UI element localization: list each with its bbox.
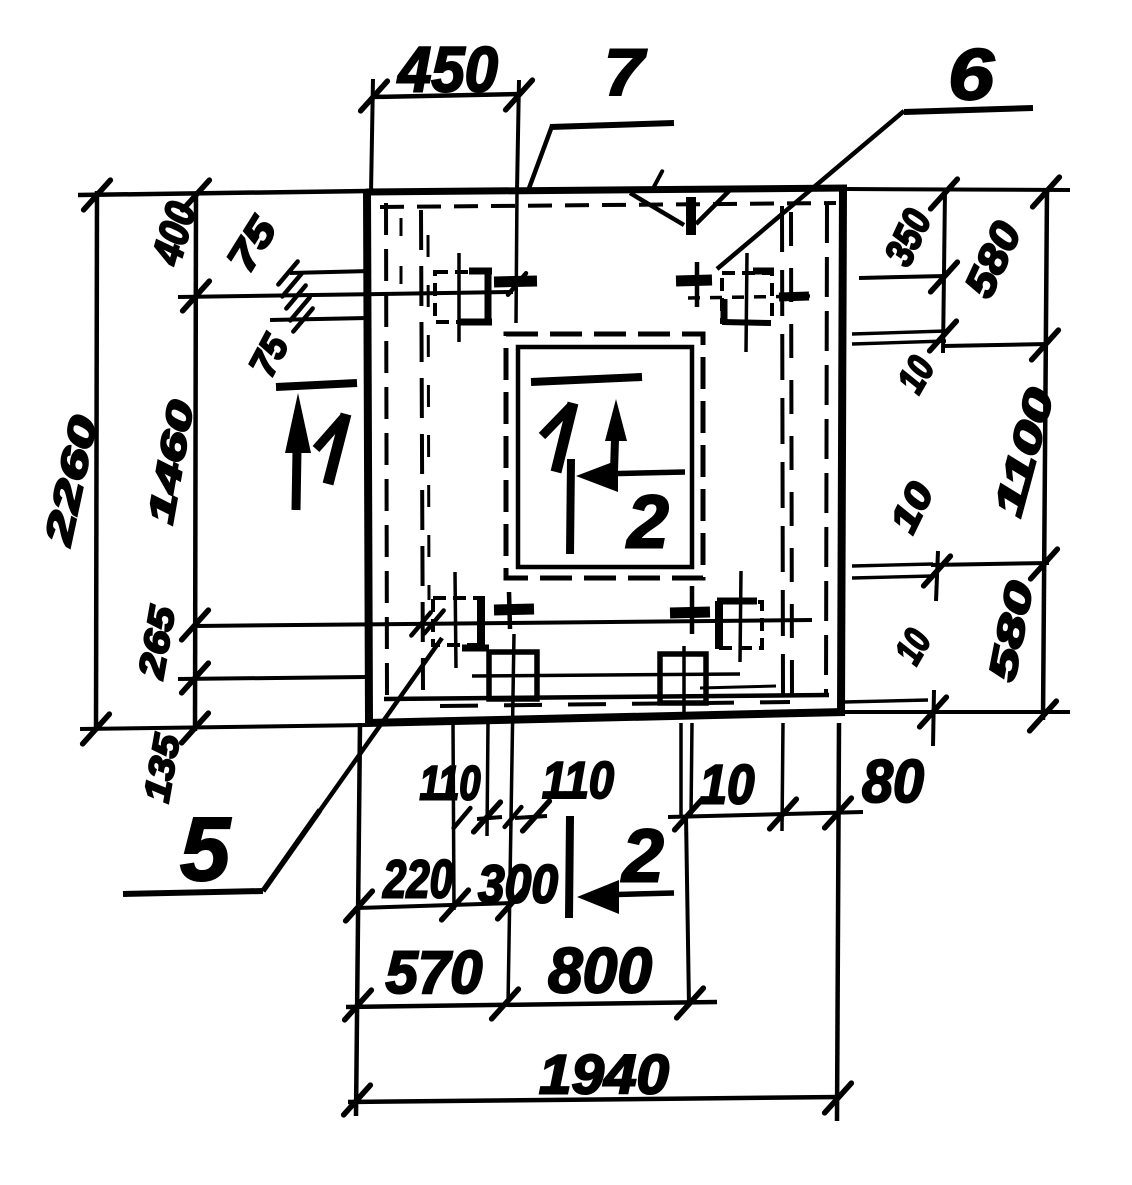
svg-text:220: 220 — [382, 850, 453, 910]
svg-text:110: 110 — [542, 752, 614, 810]
svg-text:570: 570 — [386, 939, 483, 1006]
svg-text:300: 300 — [478, 855, 558, 915]
svg-text:110: 110 — [420, 758, 481, 811]
svg-text:6: 6 — [948, 35, 995, 115]
svg-text:2: 2 — [625, 479, 669, 563]
svg-text:80: 80 — [862, 748, 924, 815]
svg-text:450: 450 — [396, 33, 498, 105]
svg-text:5: 5 — [180, 800, 232, 900]
svg-text:10: 10 — [700, 752, 755, 815]
svg-text:2: 2 — [620, 813, 664, 897]
svg-text:7: 7 — [604, 35, 648, 109]
svg-text:800: 800 — [548, 934, 652, 1006]
svg-text:1940: 1940 — [539, 1042, 669, 1105]
